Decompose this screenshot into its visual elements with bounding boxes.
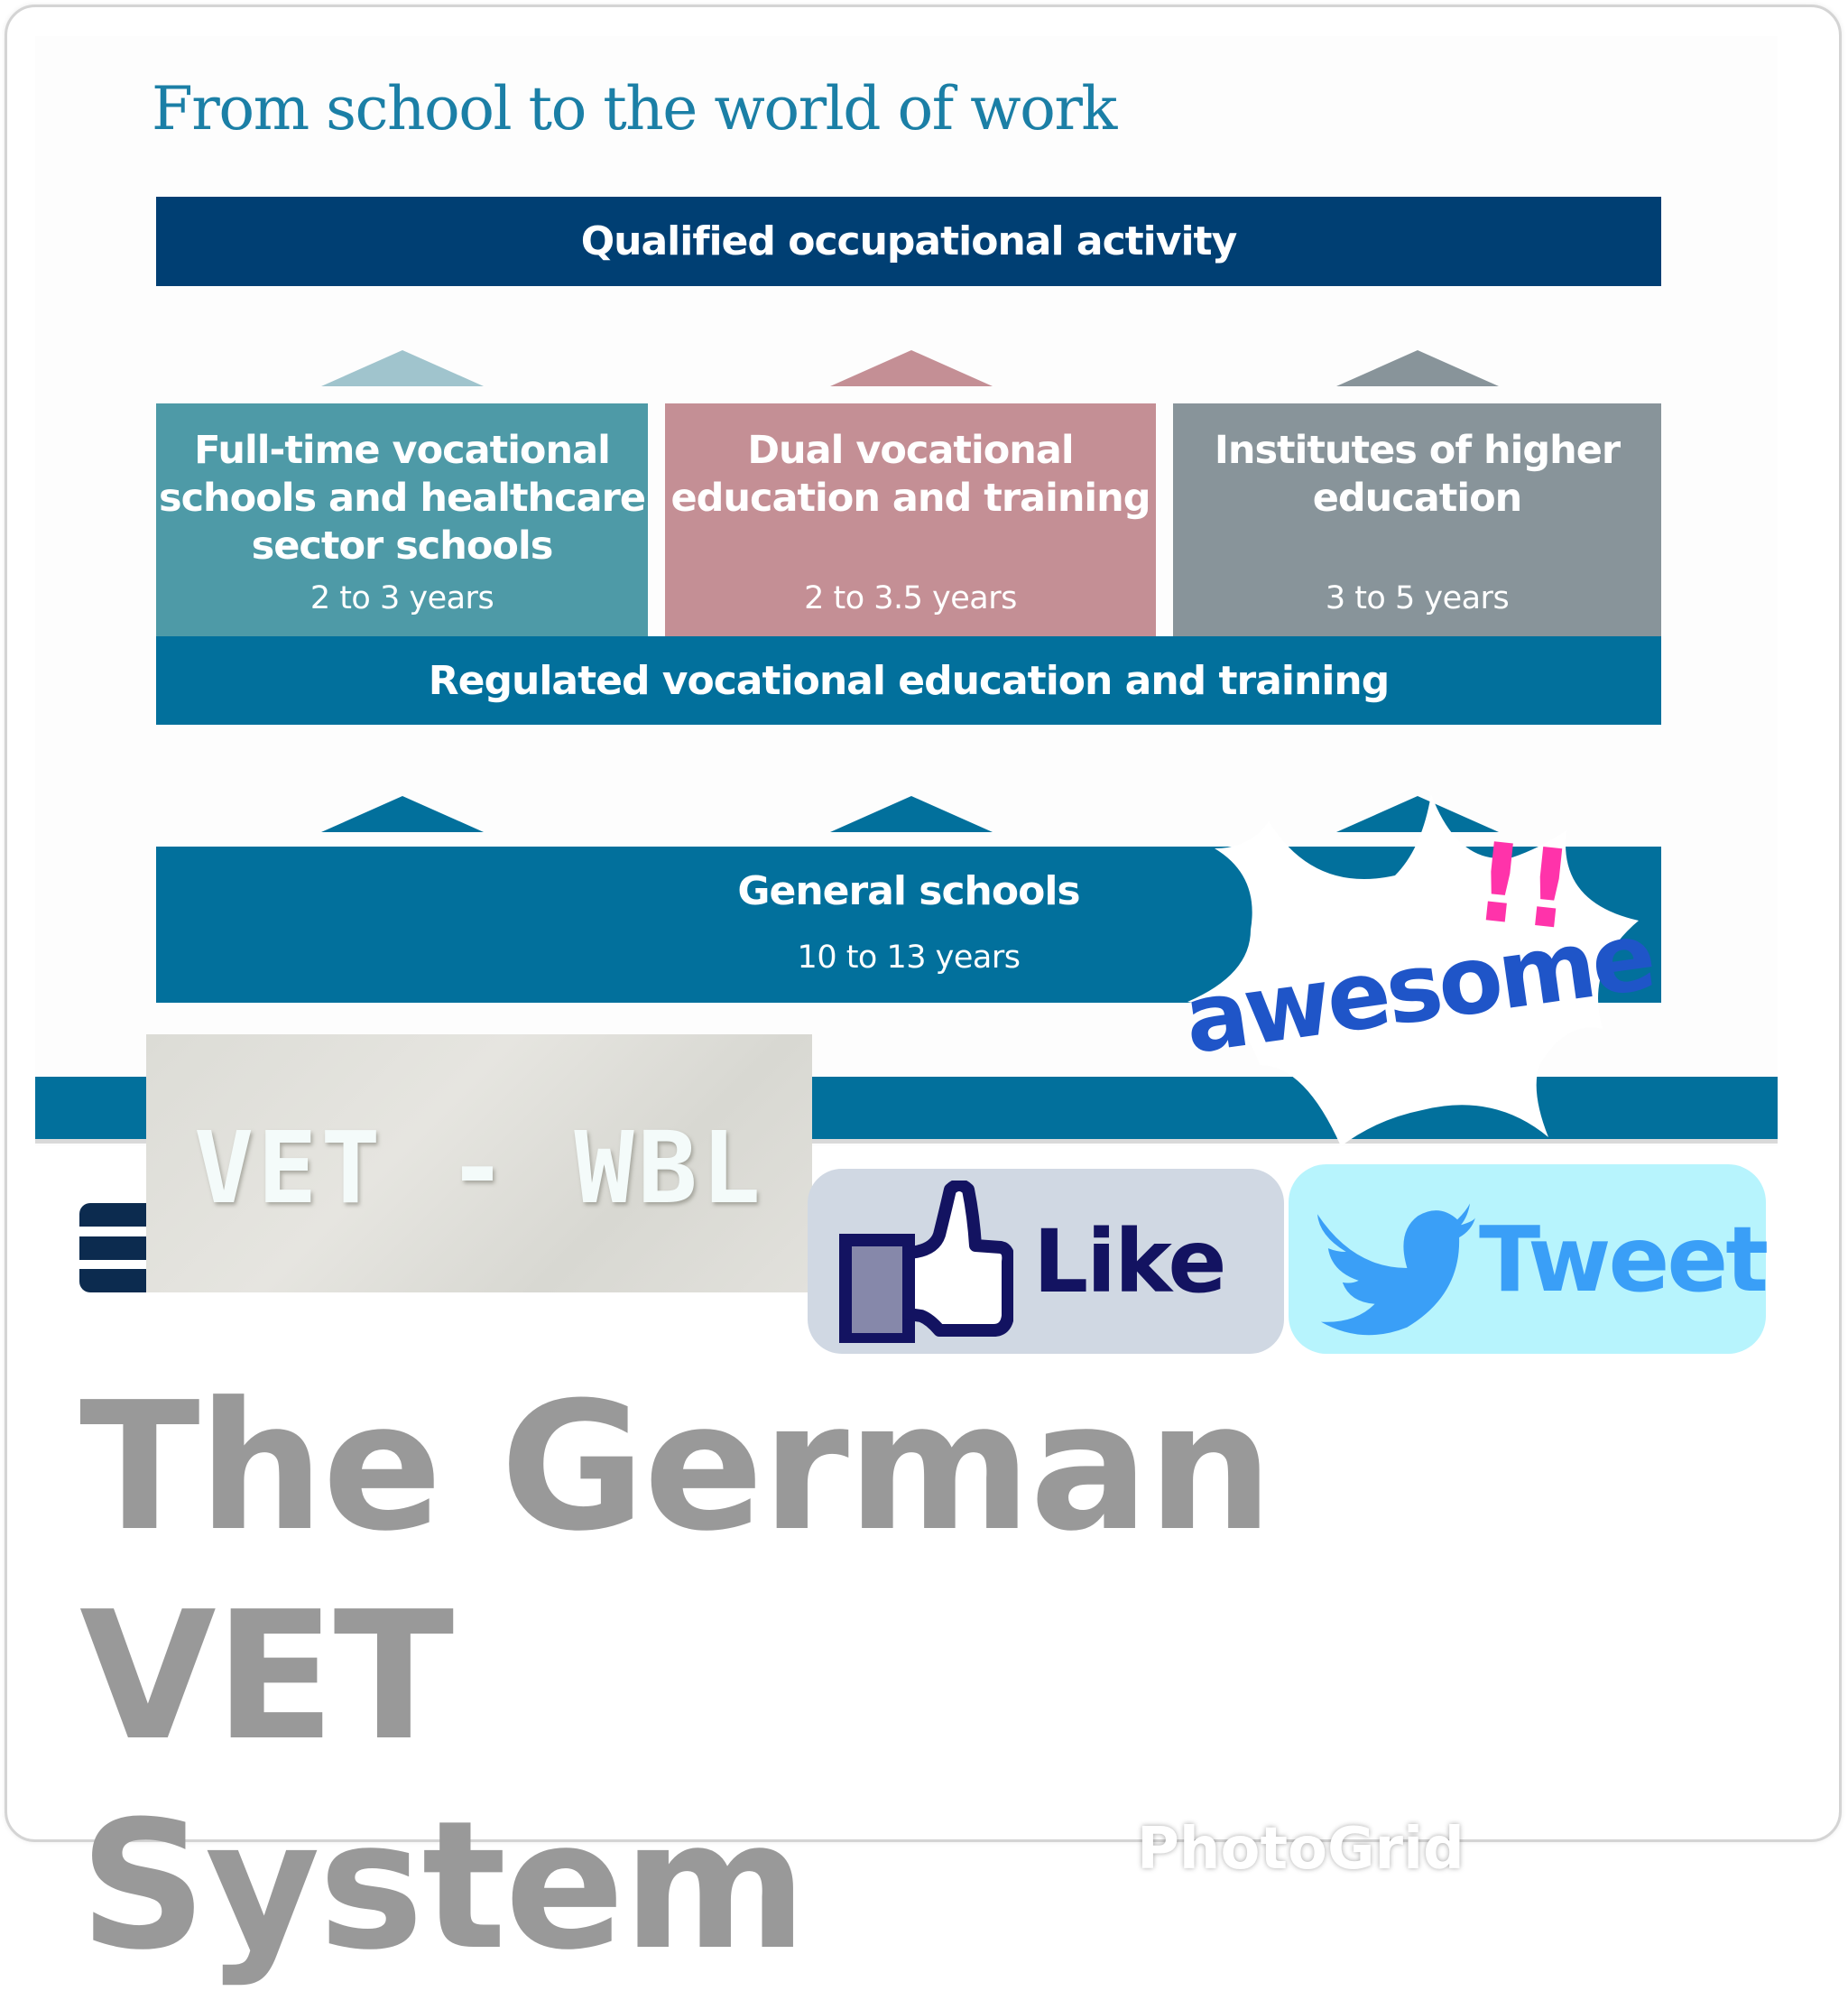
path-duration: 3 to 5 years <box>1325 580 1510 616</box>
like-button[interactable]: Like <box>808 1169 1284 1354</box>
awesome-burst-sticker: !! awesome <box>1187 794 1659 1146</box>
arrow-up-icon <box>321 350 484 386</box>
tweet-button[interactable]: Tweet <box>1289 1164 1769 1354</box>
path-duration: 2 to 3 years <box>310 580 494 616</box>
path-title-line: education and training <box>670 476 1150 521</box>
path-title-line: Institutes of higher <box>1214 428 1621 473</box>
path-title-line: Dual vocational <box>747 428 1074 473</box>
general-schools-label: General schools <box>737 868 1080 914</box>
diagram-title: From school to the world of work <box>152 74 1117 144</box>
path-box-full-time-vocational: Full-time vocational schools and healthc… <box>156 403 648 636</box>
path-duration: 2 to 3.5 years <box>804 580 1017 616</box>
middle-bar-label: Regulated vocational education and train… <box>428 657 1390 704</box>
path-title-line: sector schools <box>251 523 554 569</box>
photogrid-watermark: PhotoGrid <box>1137 1816 1465 1883</box>
arrow-up-icon <box>1336 350 1499 386</box>
general-schools-duration: 10 to 13 years <box>797 940 1021 976</box>
arrow-up-icon <box>830 796 993 832</box>
twitter-bird-icon <box>1317 1203 1475 1336</box>
qualified-occupational-activity-bar: Qualified occupational activity <box>156 197 1661 286</box>
menu-icon[interactable] <box>79 1203 146 1292</box>
arrow-up-icon <box>321 796 484 832</box>
path-title-line: schools and healthcare <box>158 476 646 521</box>
top-bar-label: Qualified occupational activity <box>580 218 1237 264</box>
page-heading-line: The German VET <box>79 1365 1273 1780</box>
page-heading: The German VET System <box>79 1363 1704 1991</box>
path-box-higher-education: Institutes of higher education 3 to 5 ye… <box>1173 403 1661 636</box>
like-label: Like <box>1033 1210 1226 1312</box>
vet-wbl-logo: VET - WBL <box>146 1034 812 1292</box>
arrow-up-icon <box>830 350 993 386</box>
tweet-label: Tweet <box>1478 1206 1769 1312</box>
arrow-up-icon <box>1336 796 1499 832</box>
exclaim-text: !! <box>1468 820 1579 955</box>
path-title-line: Full-time vocational <box>194 428 611 473</box>
regulated-vet-bar: Regulated vocational education and train… <box>156 636 1661 725</box>
page-heading-line: System <box>79 1783 807 1989</box>
path-box-dual-vet: Dual vocational education and training 2… <box>665 403 1156 636</box>
path-title-line: education <box>1312 476 1523 521</box>
vet-wbl-text: VET - WBL <box>193 1110 765 1226</box>
thumbs-up-icon <box>839 1180 1013 1343</box>
